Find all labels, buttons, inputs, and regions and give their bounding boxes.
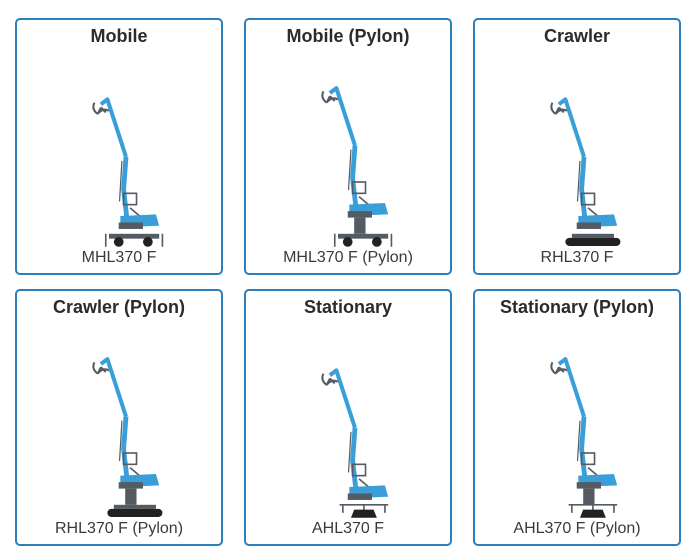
- stationary-pylon-material-handler-icon: [550, 357, 618, 518]
- machine-card-crawler[interactable]: Crawler RHL370 F: [473, 18, 681, 275]
- card-title: Crawler (Pylon): [52, 297, 186, 317]
- machine-card-mobile-pylon[interactable]: Mobile (Pylon) MHL370 F (Pylon): [244, 18, 452, 275]
- card-title: Stationary (Pylon): [499, 297, 655, 317]
- card-title: Crawler: [543, 26, 611, 46]
- crawler-material-handler-icon: [550, 97, 621, 246]
- card-title: Mobile: [90, 26, 148, 46]
- mobile-material-handler-icon: [92, 97, 164, 247]
- machine-card-stationary[interactable]: Stationary AHL370 F: [244, 289, 452, 546]
- machine-card-mobile[interactable]: Mobile MHL370 F: [15, 18, 223, 275]
- card-model: RHL370 F: [540, 249, 614, 266]
- card-model: AHL370 F (Pylon): [513, 520, 641, 537]
- card-model: MHL370 F: [81, 249, 157, 266]
- card-title: Stationary: [303, 297, 393, 317]
- machine-card-stationary-pylon[interactable]: Stationary (Pylon) AHL370 F (Pylon): [473, 289, 681, 546]
- card-model: MHL370 F (Pylon): [283, 249, 413, 266]
- card-title: Mobile (Pylon): [286, 26, 410, 46]
- mobile-pylon-material-handler-icon: [321, 86, 393, 247]
- machine-card-crawler-pylon[interactable]: Crawler (Pylon) RHL370 F (Pylon): [15, 289, 223, 546]
- stationary-material-handler-icon: [321, 368, 389, 518]
- crawler-pylon-material-handler-icon: [92, 357, 163, 517]
- card-model: AHL370 F: [311, 520, 385, 537]
- card-model: RHL370 F (Pylon): [54, 520, 184, 537]
